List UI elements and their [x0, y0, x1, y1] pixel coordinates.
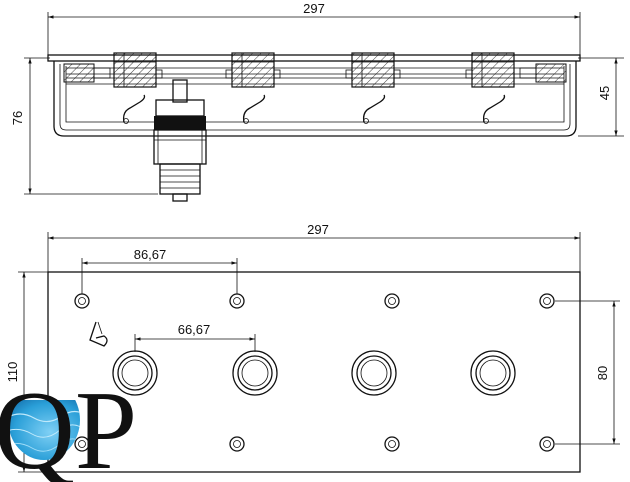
bolt-pitch-dimension: 86,67: [81, 247, 238, 294]
body-height-label: 45: [597, 86, 612, 100]
bolt-hole: [384, 293, 400, 309]
end-clamp-right: [519, 63, 567, 83]
clamp-block: [351, 52, 395, 88]
hook: [122, 94, 146, 124]
plan-view: 297 86,67 66,67: [5, 222, 620, 473]
side-height-dimension: 76: [10, 57, 158, 195]
nozzle-opening: [470, 350, 516, 396]
inlet-fitting: [153, 79, 207, 202]
bolt-hole: [229, 436, 245, 452]
nozzle-opening: [232, 350, 278, 396]
plan-width-label: 297: [307, 222, 329, 237]
nozzle-pitch-label: 66,67: [178, 322, 211, 337]
hook: [362, 94, 386, 124]
side-width-dimension: 297: [47, 1, 581, 58]
bolt-pitch-label: 86,67: [134, 247, 167, 262]
body-height-dimension: 45: [578, 57, 624, 137]
bolt-hole: [539, 293, 555, 309]
side-height-label: 76: [10, 111, 25, 125]
bolt-row-label: 80: [595, 366, 610, 380]
bolt-hole: [384, 436, 400, 452]
clamp-block: [471, 52, 515, 88]
clamp-block: [231, 52, 275, 88]
bolt-hole: [74, 436, 90, 452]
qp-logo: QP: [0, 369, 137, 482]
nozzle-opening: [351, 350, 397, 396]
bolt-hole: [74, 293, 90, 309]
nozzle-opening: [112, 350, 158, 396]
flow-direction-mark: [89, 321, 108, 347]
hook: [242, 94, 266, 124]
hook: [482, 94, 506, 124]
bolt-row-dimension: 80: [555, 300, 620, 445]
bolt-hole: [539, 436, 555, 452]
logo-text: QP: [0, 369, 137, 482]
clamp-block: [113, 52, 157, 88]
nozzle-pitch-dimension: 66,67: [134, 322, 256, 352]
bolt-hole: [229, 293, 245, 309]
side-width-label: 297: [303, 1, 325, 16]
end-clamp-left: [63, 63, 111, 83]
side-view: 297: [10, 1, 624, 202]
base-plate: [47, 271, 581, 473]
channel-body: [53, 61, 577, 137]
plan-height-label: 110: [5, 362, 20, 383]
plan-width-dimension: 297: [47, 222, 581, 272]
